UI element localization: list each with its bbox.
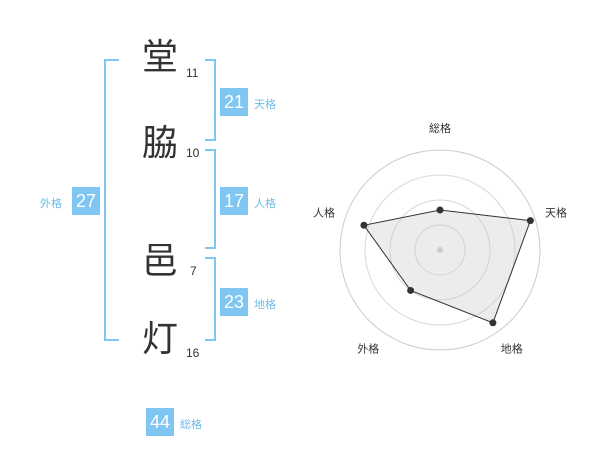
radar-point-1 — [526, 217, 534, 225]
radar-ring — [414, 224, 466, 276]
radar-axis-label-4: 人格 — [313, 205, 335, 219]
radar-point-3 — [407, 286, 415, 294]
name-char-2: 脇 — [142, 123, 179, 164]
name-char-3: 邑 — [142, 241, 179, 282]
radar-point-0 — [436, 206, 444, 214]
radar-center-dot — [437, 247, 443, 253]
radar-ring — [364, 174, 516, 326]
jinkaku-badge: 17 — [220, 187, 248, 215]
stroke-count-1: 11 — [186, 66, 199, 80]
radar-point-4 — [360, 221, 368, 229]
stroke-count-4: 16 — [186, 346, 200, 360]
radar-axis-label-2: 地格 — [501, 342, 523, 356]
radar-point-2 — [489, 319, 497, 327]
name-char-1: 堂 — [142, 37, 179, 78]
radar-axis-label-1: 天格 — [545, 205, 567, 219]
soukaku-badge: 44 — [146, 408, 174, 436]
tenkaku-badge: 21 — [220, 88, 248, 116]
tenkaku-label: 天格 — [254, 98, 276, 111]
name-char-4: 灯 — [142, 319, 179, 360]
radar-axis-label-0: 総格 — [429, 121, 451, 135]
chikaku-badge: 23 — [220, 288, 248, 316]
gaikaku-label: 外格 — [40, 197, 62, 210]
stroke-count-3: 7 — [190, 264, 197, 278]
radar-polygon — [363, 209, 532, 324]
jinkaku-label: 人格 — [254, 197, 276, 210]
soukaku-label: 総格 — [180, 418, 202, 431]
radar-ring — [389, 199, 491, 301]
radar-axis-label-3: 外格 — [357, 342, 379, 356]
stroke-count-2: 10 — [186, 146, 200, 160]
gaikaku-badge: 27 — [72, 187, 100, 215]
chikaku-label: 地格 — [254, 298, 276, 311]
